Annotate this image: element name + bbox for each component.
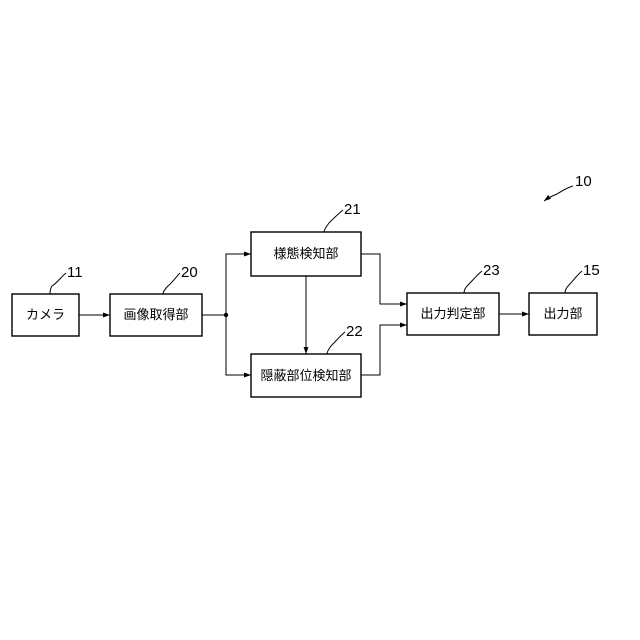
ref-state-detection: 21	[324, 201, 361, 232]
camera-label: カメラ	[26, 308, 65, 323]
ref-hidden-part-detection-leader	[327, 332, 345, 354]
ref-hidden-part-detection: 22	[327, 323, 363, 354]
ref-camera-leader	[50, 273, 66, 294]
ref-system: 10	[544, 173, 592, 201]
arrow-hidden-part-to-output-determination	[361, 325, 407, 375]
output-label: 出力部	[543, 307, 582, 322]
arrow-state-to-output-determination	[361, 254, 407, 304]
hidden-part-detection-label: 隠蔽部位検知部	[260, 368, 351, 384]
ref-state-detection-leader	[324, 210, 343, 232]
ref-output-determination: 23	[464, 262, 500, 293]
ref-output: 15	[565, 262, 600, 293]
output-determination-block: 出力判定部	[407, 293, 499, 335]
arrow-to-hidden-part-detection	[226, 315, 251, 375]
image-acquisition-block: 画像取得部	[110, 294, 202, 336]
camera-block: カメラ	[12, 294, 79, 336]
ref-image-acquisition-leader	[163, 273, 180, 294]
ref-camera-number: 11	[67, 264, 83, 281]
ref-hidden-part-detection-number: 22	[346, 323, 363, 340]
ref-output-determination-leader	[464, 271, 482, 293]
ref-camera: 11	[50, 264, 83, 294]
ref-output-leader	[565, 271, 582, 293]
output-determination-label: 出力判定部	[420, 307, 485, 322]
hidden-part-detection-block: 隠蔽部位検知部	[251, 354, 361, 397]
ref-image-acquisition-number: 20	[181, 264, 198, 281]
ref-output-determination-number: 23	[483, 262, 500, 279]
arrow-to-state-detection	[226, 254, 251, 315]
output-block: 出力部	[529, 293, 597, 335]
ref-output-number: 15	[583, 262, 600, 279]
ref-system-arrow	[544, 186, 573, 201]
state-detection-block: 様態検知部	[251, 232, 361, 276]
state-detection-label: 様態検知部	[273, 246, 338, 262]
image-acquisition-label: 画像取得部	[123, 307, 188, 323]
ref-state-detection-number: 21	[344, 201, 361, 218]
ref-image-acquisition: 20	[163, 264, 198, 294]
ref-system-number: 10	[575, 173, 592, 190]
